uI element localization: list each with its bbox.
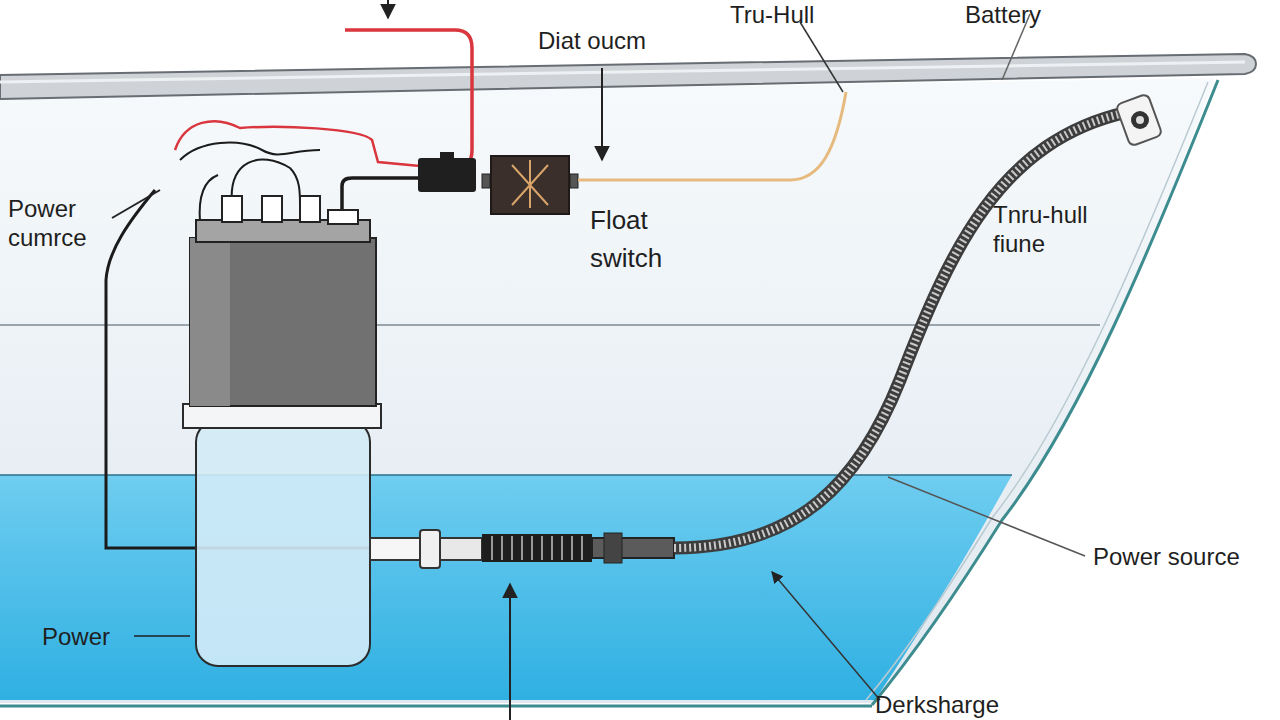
pump-housing (196, 420, 370, 666)
hose-clamp (604, 533, 622, 563)
tan-wire (578, 92, 846, 180)
reference-line (0, 324, 1100, 326)
red-wire (175, 121, 420, 166)
black-wire (200, 175, 218, 222)
float-switch-tab (482, 174, 490, 188)
water-surface (0, 474, 1012, 476)
hull-interior (0, 78, 1215, 703)
outlet-pipe (440, 538, 482, 560)
pump-terminal (328, 210, 358, 224)
hull-inner-line (866, 82, 1208, 700)
callout-label: Power (42, 622, 132, 651)
ribbed-hose (482, 534, 592, 562)
wire-connector (418, 158, 476, 192)
callout-label: Power source (1093, 542, 1273, 571)
float-switch: Float switch (490, 155, 570, 215)
leader-arrow (601, 68, 603, 160)
float-switch-mark (512, 160, 548, 208)
red-wire (345, 30, 472, 172)
leader-line (134, 635, 190, 637)
leader-arrow (509, 584, 511, 720)
pump-terminal (262, 196, 282, 222)
pump-terminal (222, 196, 242, 222)
thru-hull-fitting (1116, 94, 1163, 147)
float-switch-body (490, 155, 570, 215)
float-switch-tab (570, 174, 578, 188)
thru-hull-port (1131, 111, 1149, 129)
callout-label: Diat oucm (538, 26, 688, 55)
callout-label: Tnru-hull fiune (993, 200, 1123, 258)
callout-label: Tru-Hull (730, 0, 860, 29)
callout-label: Derksharge (875, 690, 1035, 719)
deck-highlight (0, 62, 1245, 82)
leader-line (112, 190, 160, 218)
deck (0, 54, 1256, 99)
pump-band (183, 404, 381, 428)
pump-motor (190, 238, 376, 406)
pipe-fitting (420, 530, 440, 568)
node-label: Float switch (590, 201, 690, 277)
leader-line (800, 22, 843, 92)
callout-label: Battery (965, 0, 1085, 29)
black-wire (180, 143, 320, 160)
pump-shade (190, 238, 230, 406)
leader-line (888, 477, 1085, 556)
hull-outline (872, 80, 1218, 705)
thru-hull-port (1136, 116, 1144, 124)
leader-arrow (387, 0, 389, 18)
callout-label: Power cumrce (8, 194, 118, 252)
pump-terminal (300, 196, 320, 222)
bilge-water (0, 475, 1012, 700)
hose-ribs (492, 536, 582, 560)
leader-arrow (772, 572, 880, 700)
hull-bottom (0, 705, 872, 708)
wire-connector (440, 152, 454, 162)
